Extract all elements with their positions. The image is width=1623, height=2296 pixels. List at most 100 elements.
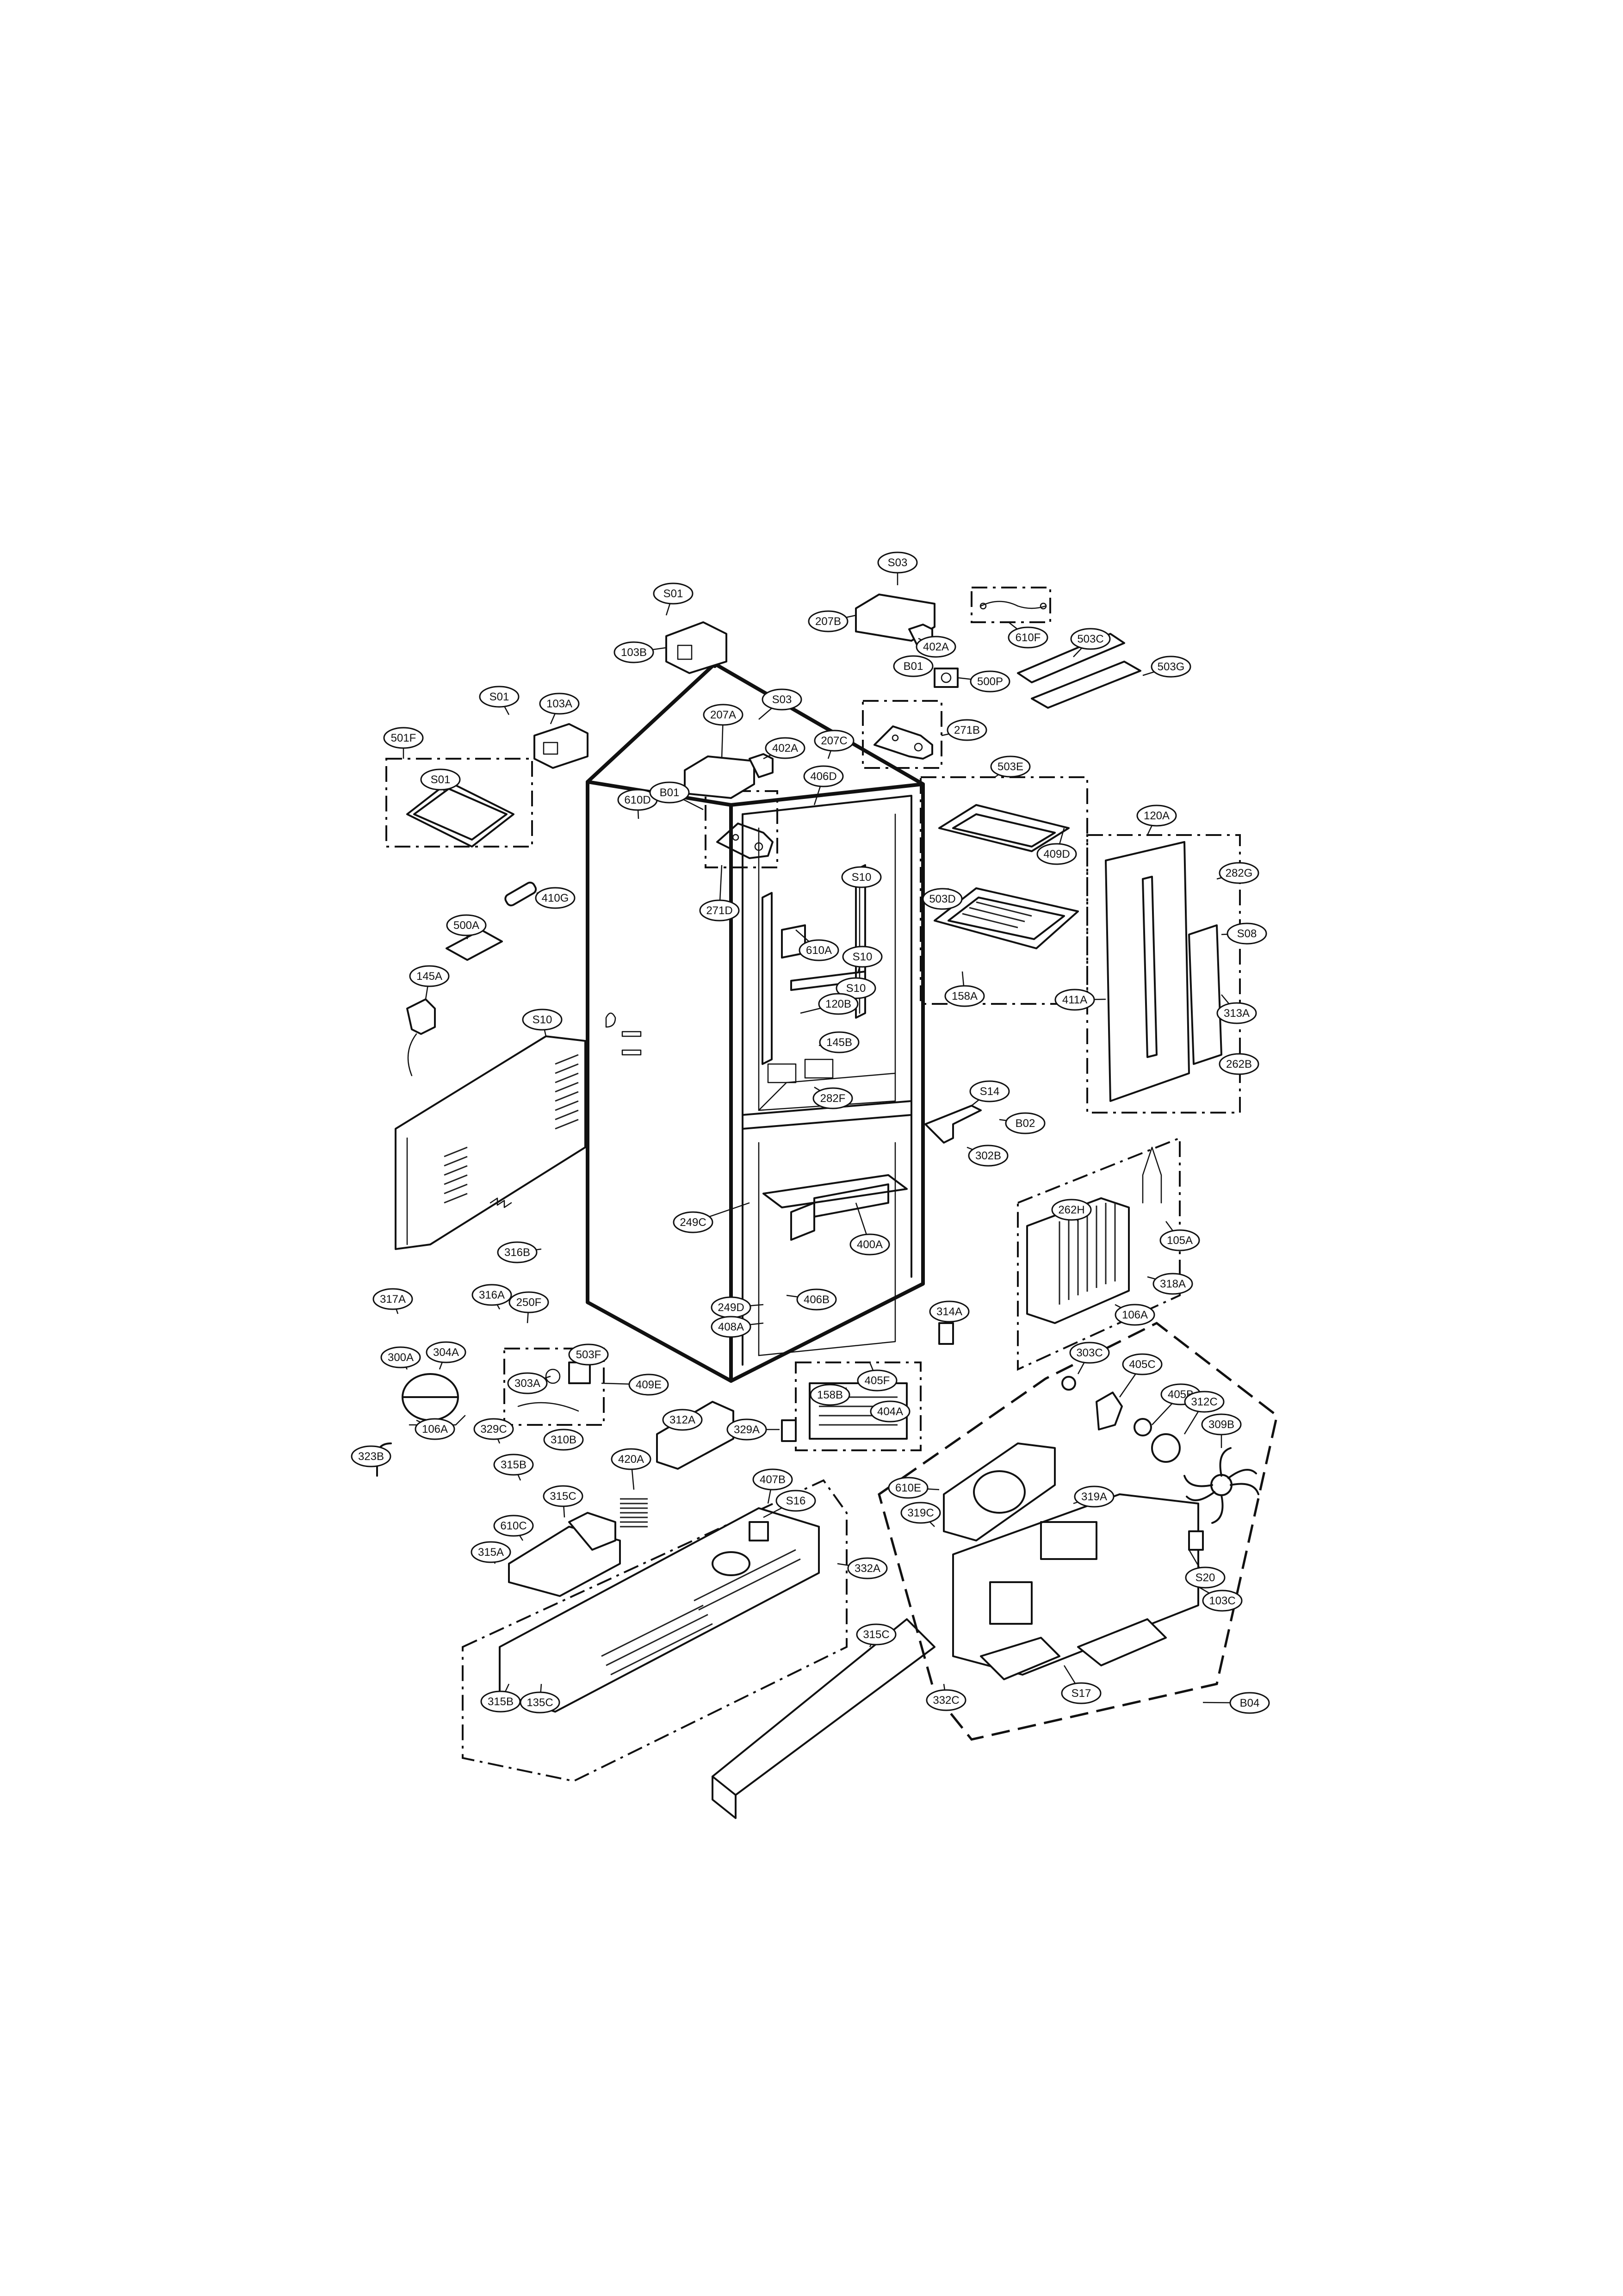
top-hinge xyxy=(873,725,933,760)
part-callout: 317A xyxy=(372,1288,413,1314)
part-number-label: 315B xyxy=(488,1696,514,1708)
part-number-label: 503C xyxy=(1077,633,1103,645)
callout-oval xyxy=(1005,1112,1046,1134)
callout-oval xyxy=(1074,1485,1115,1508)
part-callout: 315C xyxy=(856,1623,897,1647)
callout-oval xyxy=(926,1689,966,1711)
callout-oval xyxy=(929,1300,970,1323)
part-number-label: S20 xyxy=(1196,1572,1215,1584)
part-callout: 405F xyxy=(857,1362,898,1392)
callout-oval xyxy=(842,946,883,968)
callout-oval xyxy=(1185,1566,1226,1589)
callout-oval xyxy=(803,765,844,787)
part-number-label: 406D xyxy=(810,770,836,783)
part-number-label: 610D xyxy=(624,794,650,806)
part-number-label: 106A xyxy=(1122,1309,1148,1321)
callout-oval xyxy=(856,1623,897,1646)
part-number-label: 315B xyxy=(501,1459,527,1471)
part-number-label: 282G xyxy=(1226,867,1253,879)
part-callout: B01 xyxy=(649,781,704,811)
part-callout: 145A xyxy=(409,965,450,1000)
part-callout: 302B xyxy=(966,1145,1009,1167)
part-number-label: 207B xyxy=(815,615,841,628)
hinge-group-box xyxy=(862,700,942,769)
part-callout: 249D xyxy=(711,1296,764,1318)
callout-oval xyxy=(535,887,576,909)
part-callout: S17 xyxy=(1061,1665,1102,1704)
part-number-label: 503F xyxy=(576,1349,601,1361)
part-callout: 402A xyxy=(916,636,956,658)
part-callout: 610D xyxy=(617,789,658,819)
part-callout: S10 xyxy=(522,1009,563,1037)
part-number-label: 410G xyxy=(542,892,569,904)
part-callout: 303C xyxy=(1069,1342,1110,1374)
callout-oval xyxy=(1152,1273,1193,1295)
part-number-label: 145B xyxy=(826,1036,852,1049)
part-callout: 103A xyxy=(539,693,580,724)
part-number-label: 316A xyxy=(479,1289,505,1301)
callout-oval xyxy=(847,1557,888,1579)
group-box-501f xyxy=(385,758,533,848)
panel-501f xyxy=(406,781,514,848)
callout-oval xyxy=(673,1211,713,1233)
part-callout: 120A xyxy=(1136,805,1177,835)
part-callout: 503F xyxy=(568,1343,609,1366)
callout-oval xyxy=(711,1316,751,1338)
part-number-label: 409D xyxy=(1043,848,1070,860)
callout-oval xyxy=(611,1448,651,1470)
motor-404a xyxy=(1061,1376,1181,1463)
part-callout: 303A xyxy=(507,1372,551,1394)
callout-oval xyxy=(1036,843,1077,865)
callout-oval xyxy=(653,582,694,605)
part-callout: 262H xyxy=(1051,1199,1092,1222)
main-cabinet xyxy=(586,662,925,1383)
duct-120a xyxy=(1086,834,1241,1114)
part-number-label: S03 xyxy=(888,557,908,569)
part-callout: 135C xyxy=(520,1683,560,1714)
part-number-label: 404A xyxy=(877,1405,903,1418)
inner-rails xyxy=(762,864,908,1241)
part-callout: 405C xyxy=(1119,1353,1163,1398)
left-hinge xyxy=(716,823,774,859)
callout-oval xyxy=(970,670,1010,693)
part-number-label: 302B xyxy=(975,1150,1001,1162)
part-callout: 319A xyxy=(1073,1485,1115,1508)
part-number-label: B01 xyxy=(904,660,923,673)
part-number-label: S14 xyxy=(980,1085,1000,1098)
callout-oval xyxy=(703,704,743,726)
callout-oval xyxy=(507,1372,548,1394)
callout-oval xyxy=(539,693,580,715)
part-callout: S14 xyxy=(969,1080,1010,1106)
part-number-label: 503E xyxy=(997,761,1023,773)
part-number-label: 158A xyxy=(952,990,978,1003)
bracket-103a xyxy=(533,723,588,769)
part-number-label: 332A xyxy=(855,1562,880,1575)
callout-oval xyxy=(351,1445,391,1467)
callout-oval xyxy=(497,1241,538,1263)
callout-oval xyxy=(752,1468,793,1491)
callout-oval xyxy=(814,730,855,752)
part-callout: 249C xyxy=(673,1202,750,1233)
callout-oval xyxy=(520,1691,560,1714)
part-callout: 312C xyxy=(1183,1391,1225,1435)
part-callout: B01 xyxy=(893,655,934,677)
part-callout: B04 xyxy=(1202,1692,1270,1714)
callout-oval xyxy=(819,1031,860,1053)
part-number-label: B04 xyxy=(1240,1697,1260,1709)
group-box-302b xyxy=(1017,1137,1181,1371)
callout-oval xyxy=(473,1418,514,1440)
part-callout: 500A xyxy=(446,914,487,940)
part-callout: 329C xyxy=(473,1418,514,1444)
callout-oval xyxy=(420,768,461,791)
fan-shroud-407b xyxy=(943,1442,1056,1541)
part-number-label: 332C xyxy=(933,1694,959,1707)
part-number-label: S10 xyxy=(846,982,866,995)
part-number-label: 300A xyxy=(388,1351,414,1364)
part-callout: 503C xyxy=(1070,628,1111,657)
part-callout: S08 xyxy=(1221,922,1267,945)
callout-oval xyxy=(1008,626,1048,649)
part-number-label: 406B xyxy=(804,1293,830,1306)
callout-oval xyxy=(1216,1002,1257,1024)
callout-oval xyxy=(775,1490,816,1512)
